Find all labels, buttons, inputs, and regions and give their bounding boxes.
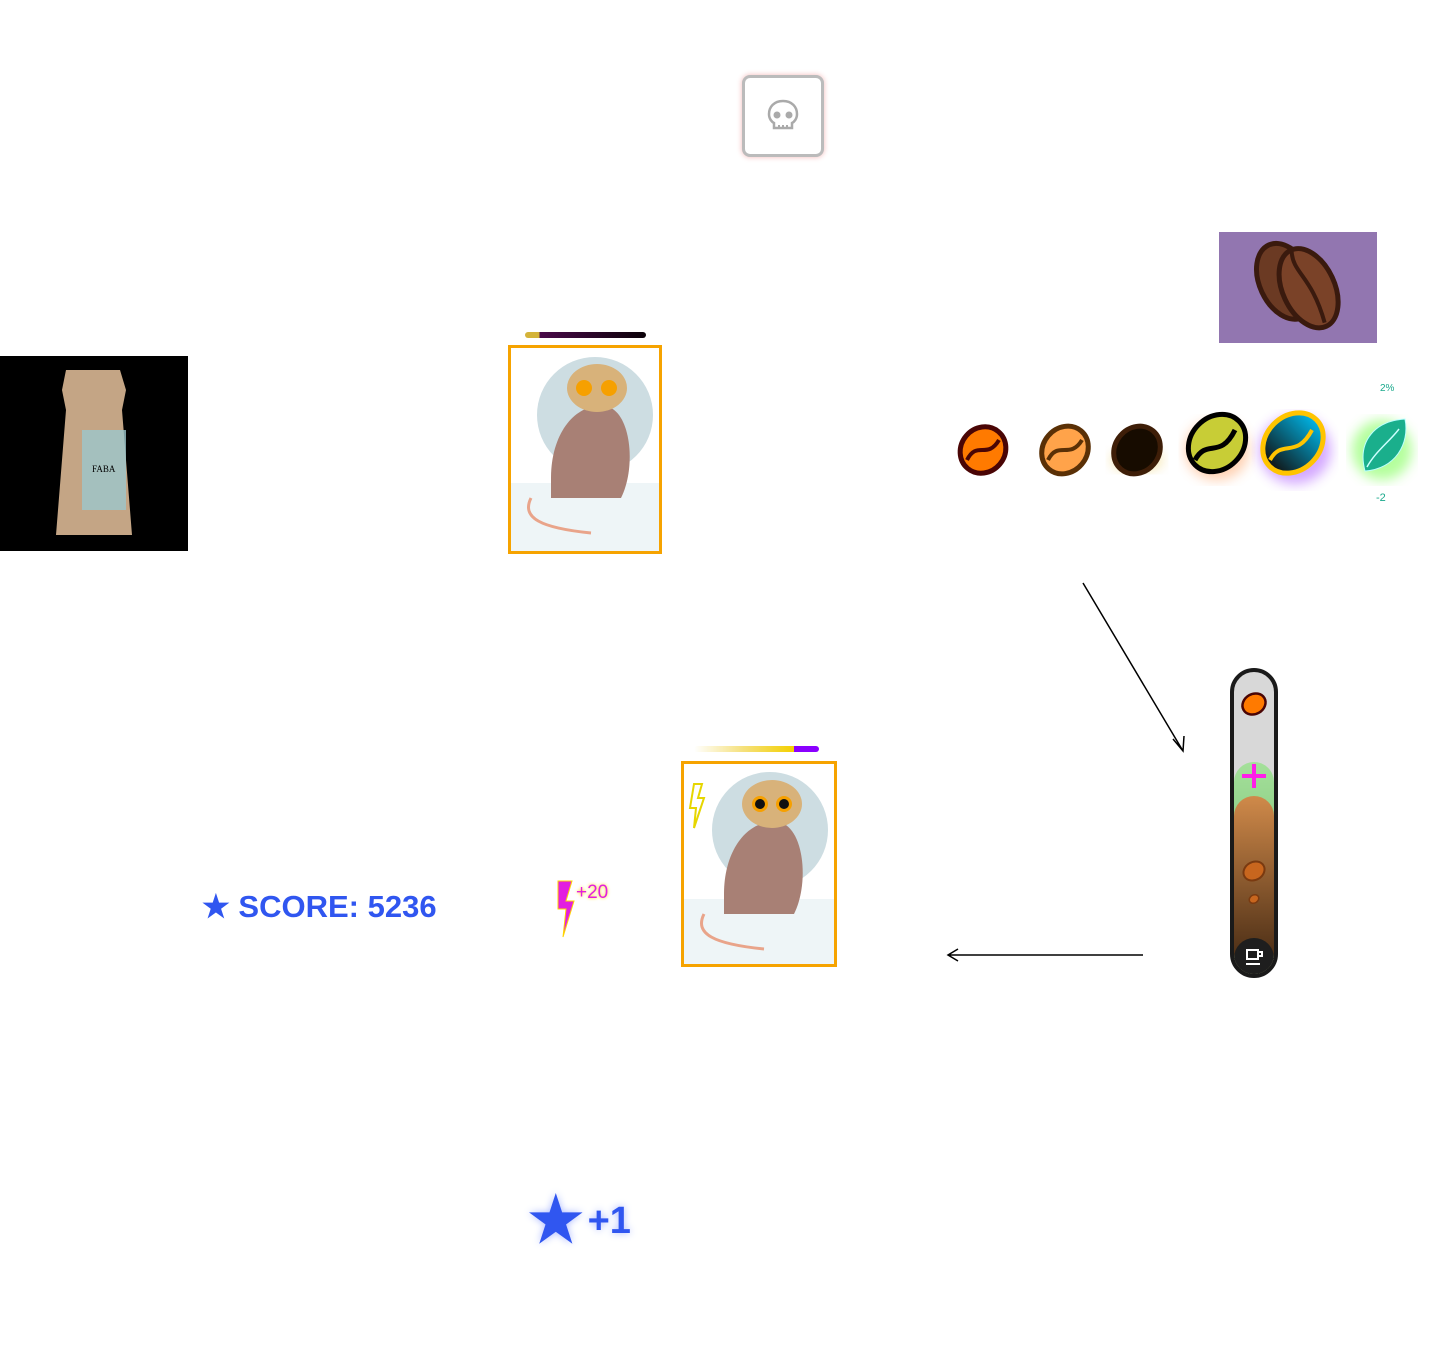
flow-arrows bbox=[946, 582, 1185, 962]
bean-icon-light bbox=[1039, 423, 1091, 477]
leaf-value: -2 bbox=[1376, 492, 1386, 504]
card2-energy-bar bbox=[694, 746, 819, 752]
card1-energy-bar bbox=[525, 332, 646, 338]
skull-button[interactable] bbox=[742, 75, 824, 157]
coffee-beans-image bbox=[1219, 232, 1377, 343]
svg-text:FABA: FABA bbox=[92, 464, 116, 474]
bean-reward-label: + 8 bbox=[1204, 490, 1220, 502]
coffee-bag-image: FABA bbox=[0, 356, 188, 551]
bean-reward-label: + 10 bbox=[1272, 490, 1294, 502]
coffee-meter bbox=[1230, 668, 1278, 978]
score-display: ★ SCORE: 5236 bbox=[202, 889, 437, 925]
bean-tiers bbox=[957, 410, 1412, 484]
arrow-left bbox=[946, 948, 1143, 962]
lightning-icon bbox=[557, 880, 575, 938]
arrow-down-right bbox=[1082, 582, 1185, 753]
score-label: SCORE: 5236 bbox=[238, 889, 437, 924]
character-card-tarsier-sleepy[interactable] bbox=[508, 345, 662, 554]
cup-icon bbox=[1246, 949, 1263, 965]
star-icon: ★ bbox=[528, 1186, 584, 1255]
star-gain: ★+1 bbox=[528, 1190, 631, 1252]
tarsier-illustration bbox=[684, 772, 834, 964]
energy-gain-label: +20 bbox=[576, 882, 609, 903]
star-icon: ★ bbox=[202, 889, 230, 924]
bean-icon-dark bbox=[1111, 423, 1163, 477]
lightning-icon bbox=[688, 783, 706, 829]
leaf-icon bbox=[1352, 418, 1412, 480]
bean-reward-label: + 5 bbox=[1129, 490, 1145, 502]
plus-icon bbox=[1242, 764, 1266, 788]
skull-icon bbox=[767, 99, 799, 130]
character-card-tarsier-awake[interactable] bbox=[681, 761, 837, 967]
bean-icon-green bbox=[1185, 411, 1249, 480]
tarsier-illustration bbox=[511, 357, 659, 551]
leaf-percent: 2% bbox=[1380, 383, 1395, 394]
star-gain-label: +1 bbox=[587, 1199, 631, 1242]
bean-icon bbox=[1241, 692, 1267, 716]
bean-icon-orange bbox=[957, 424, 1009, 476]
bean-icon-blue bbox=[1259, 410, 1331, 484]
